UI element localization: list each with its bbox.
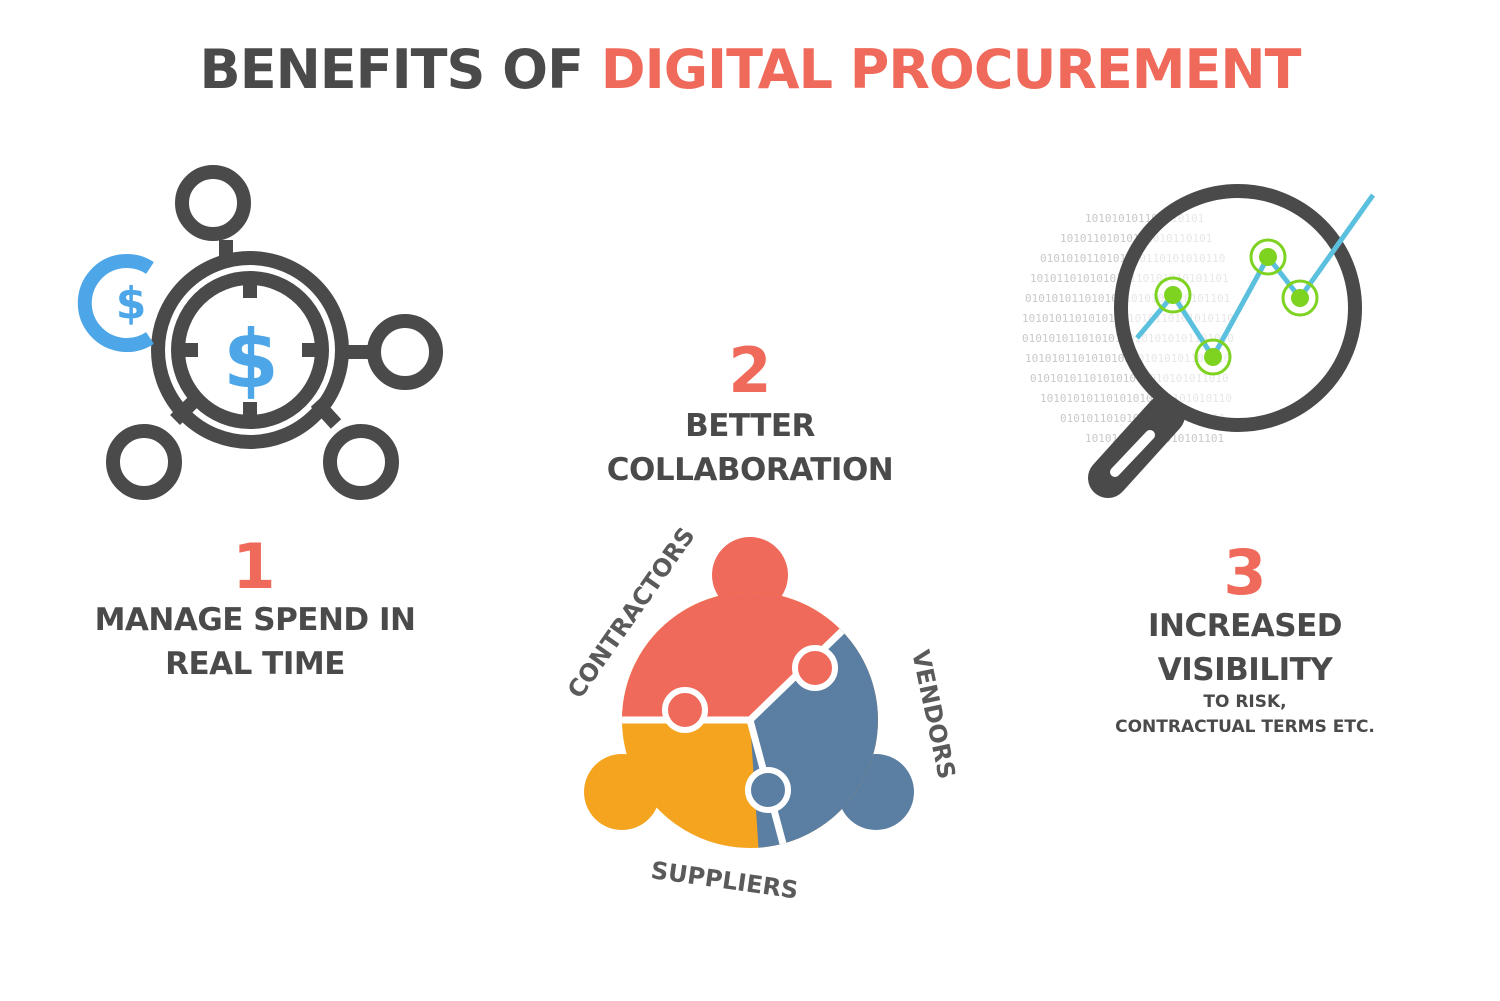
benefit-1-number: 1: [232, 530, 276, 603]
benefit-2-label: BETTER COLLABORATION: [550, 404, 950, 492]
benefit-1-line-1: MANAGE SPEND IN: [94, 602, 416, 638]
benefit-3-number: 3: [1223, 536, 1267, 609]
segment-label-vendors: VENDORS: [906, 647, 961, 781]
benefit-3-label: INCREASED VISIBILITY: [1045, 604, 1445, 692]
benefit-3-line-1: INCREASED: [1147, 608, 1343, 644]
segment-label-suppliers: SUPPLIERS: [649, 856, 800, 904]
benefit-3-line-2: VISIBILITY: [1157, 652, 1333, 688]
svg-text:$: $: [116, 278, 147, 329]
title-part-1: BENEFITS OF: [199, 38, 584, 101]
benefit-1-label: MANAGE SPEND IN REAL TIME: [60, 598, 450, 686]
benefit-2-number: 2: [728, 334, 772, 407]
benefit-2-line-2: COLLABORATION: [606, 452, 894, 488]
title-part-2: DIGITAL PROCUREMENT: [600, 38, 1302, 101]
benefit-3-sub-line-1: TO RISK,: [1203, 692, 1287, 712]
page-title: BENEFITS OF DIGITAL PROCUREMENT: [0, 38, 1500, 101]
benefit-2-line-1: BETTER: [685, 408, 815, 444]
benefit-1-line-2: REAL TIME: [165, 646, 345, 682]
money-network-icon: $ $: [77, 165, 443, 500]
puzzle-team-icon: CONTRACTORS VENDORS SUPPLIERS: [562, 522, 961, 904]
svg-text:$: $: [223, 313, 279, 406]
benefit-3-sub-line-2: CONTRACTUAL TERMS ETC.: [1115, 717, 1375, 737]
benefit-3-sub: TO RISK, CONTRACTUAL TERMS ETC.: [1045, 690, 1445, 740]
magnifier-chart-icon: 101010101101010101 101011010101010101101…: [1022, 184, 1376, 498]
